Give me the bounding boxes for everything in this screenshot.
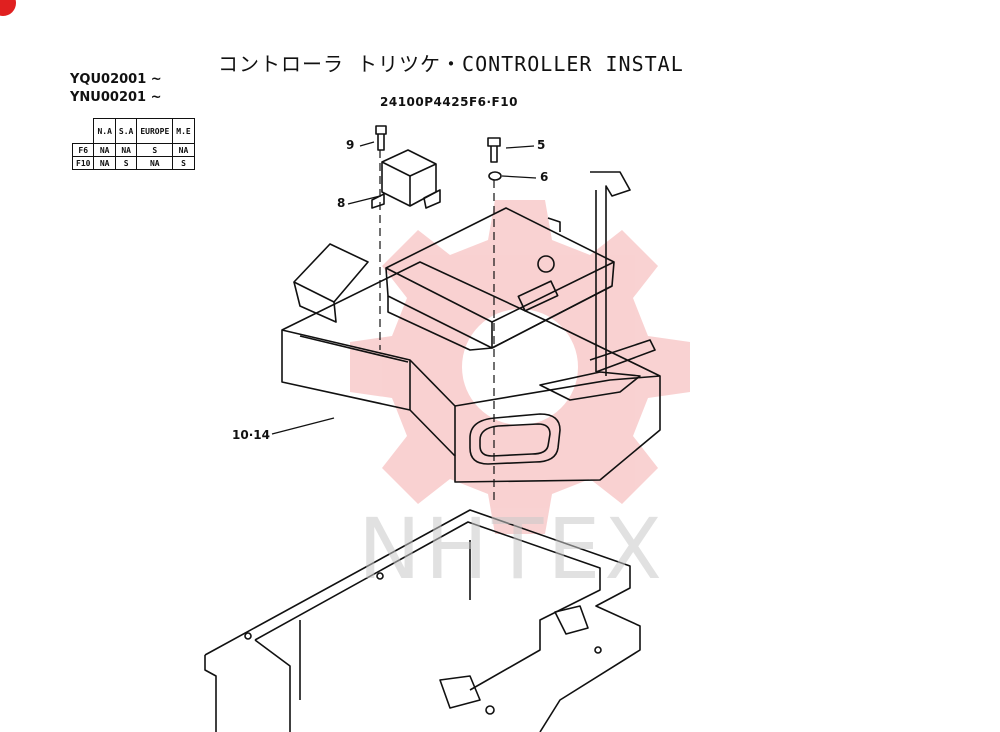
watermark-text: NHTEX <box>358 500 666 598</box>
callout-10-14: 10·14 <box>232 428 270 442</box>
callout-8: 8 <box>337 196 346 210</box>
callout-9: 9 <box>346 138 355 152</box>
page-title: コントローラ トリツケ・CONTROLLER INSTAL <box>218 52 684 76</box>
bolt-9 <box>375 125 387 151</box>
header-cell: M.E <box>172 118 195 144</box>
bolt-5 <box>487 137 501 163</box>
market-availability-table: N.A S.A EUROPE M.E F6 NA NA S NA F10 NA … <box>71 118 195 170</box>
washer-6 <box>488 171 502 181</box>
hanger-bracket <box>590 171 631 376</box>
watermark-gear-icon <box>350 200 690 534</box>
table-row: F6 NA NA S NA <box>71 143 195 157</box>
base-frame <box>204 509 641 732</box>
table-cell: S <box>172 156 195 170</box>
row-label: F6 <box>71 143 95 157</box>
table-cell: S <box>114 156 138 170</box>
table-cell: NA <box>93 143 116 157</box>
table-cell: NA <box>172 143 195 157</box>
callout-6: 6 <box>540 170 549 184</box>
header-cell: N.A <box>93 118 116 144</box>
callout-5: 5 <box>537 138 546 152</box>
header-cell: S.A <box>114 118 138 144</box>
relay-unit <box>371 149 441 209</box>
header-cell: EUROPE <box>136 118 174 144</box>
controller-bracket <box>281 261 661 483</box>
serial-range-2: YNU00201 ~ <box>70 90 162 105</box>
controller-unit <box>385 207 615 351</box>
table-cell: NA <box>114 143 138 157</box>
part-number: 24100P4425F6·F10 <box>380 95 518 109</box>
connector-block <box>293 243 369 323</box>
table-cell: NA <box>93 156 116 170</box>
serial-range-1: YQU02001 ~ <box>70 72 162 87</box>
corner-badge <box>0 0 16 16</box>
table-header-row: N.A S.A EUROPE M.E <box>72 118 195 144</box>
table-cell: NA <box>136 156 174 170</box>
table-row: F10 NA S NA S <box>71 156 195 170</box>
table-cell: S <box>136 143 174 157</box>
row-label: F10 <box>71 156 95 170</box>
